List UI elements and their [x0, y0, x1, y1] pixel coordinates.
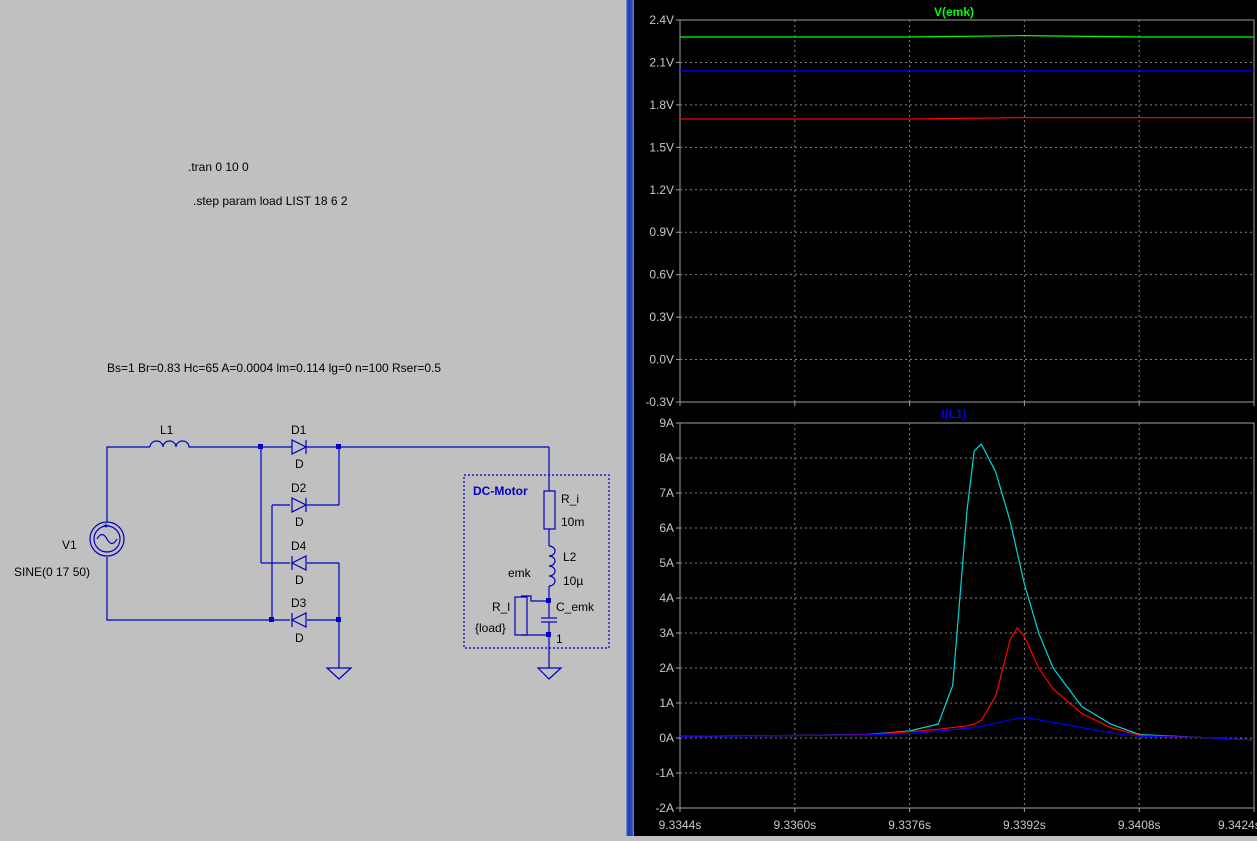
junction-dot	[336, 444, 341, 449]
y-tick-label: 0A	[659, 731, 674, 745]
diode-D3[interactable]	[290, 612, 307, 628]
plus-sign: +	[103, 521, 109, 532]
y-tick-label: 0.3V	[649, 310, 674, 324]
label-D2-model[interactable]: D	[295, 515, 304, 529]
y-tick-label: 2.1V	[649, 55, 674, 69]
y-tick-label: 1A	[659, 696, 674, 710]
step-directive[interactable]: .step param load LIST 18 6 2	[193, 194, 348, 208]
label-R_i-value[interactable]: 10m	[561, 515, 584, 529]
ground-symbol	[536, 667, 563, 680]
y-tick-label: 6A	[659, 521, 674, 535]
plot-frame	[679, 19, 1255, 403]
label-C_emk[interactable]: C_emk	[556, 600, 595, 614]
y-tick-label: 0.9V	[649, 225, 674, 239]
plot-pane-bottom[interactable]: I(L1) 9A 8A 7A 6A 5A 4A 3A 2A 1A 0A -1A -2A	[655, 407, 1255, 815]
junction-dot	[546, 632, 551, 637]
label-dc-motor[interactable]: DC-Motor	[473, 484, 528, 498]
diode-D1[interactable]	[291, 439, 308, 455]
label-D3-model[interactable]: D	[295, 631, 304, 645]
x-tick-label: 9.3360s	[773, 818, 816, 832]
voltage-source-inner	[93, 525, 121, 553]
wire	[106, 446, 150, 522]
label-L1[interactable]: L1	[160, 423, 174, 437]
label-emk-net[interactable]: emk	[508, 566, 532, 580]
label-D2[interactable]: D2	[291, 481, 307, 495]
trace-line	[680, 116, 1254, 120]
label-V1-value[interactable]: SINE(0 17 50)	[14, 565, 90, 579]
label-V1[interactable]: V1	[62, 538, 77, 552]
ground-symbol	[325, 667, 353, 680]
label-L2[interactable]: L2	[563, 550, 577, 564]
plot-pane-top[interactable]: V(emk) 2.4V 2.1V 1.8V 1.5V 1.2V 0.9V 0.6V 0.3V 0…	[634, 0, 1257, 409]
label-R_i[interactable]: R_i	[561, 492, 579, 506]
x-tick-label: 9.3392s	[1003, 818, 1046, 832]
schematic-canvas[interactable]: .tran 0 10 0 .step param load LIST 18 6 …	[0, 0, 626, 836]
y-tick-label: -1A	[655, 766, 674, 780]
x-tick-label: 9.3344s	[659, 818, 702, 832]
x-tick-label: 9.3408s	[1118, 818, 1161, 832]
y-tick-label: 4A	[659, 591, 674, 605]
x-tick-label: 9.3376s	[888, 818, 931, 832]
label-D3[interactable]: D3	[291, 596, 307, 610]
y-tick-label: 2A	[659, 661, 674, 675]
plot-frame	[679, 422, 1255, 809]
tran-directive[interactable]: .tran 0 10 0	[188, 160, 249, 174]
inductor-L1[interactable]	[149, 440, 195, 448]
y-tick-label: 1.2V	[649, 183, 674, 197]
junction-dot	[258, 444, 263, 449]
y-tick-label: 7A	[659, 486, 674, 500]
dc-motor-box[interactable]	[463, 474, 610, 649]
diode-D4[interactable]	[290, 555, 307, 571]
y-tick-label: 2.4V	[649, 13, 674, 27]
trace-line	[680, 34, 1254, 38]
trace-title-v-emk[interactable]: V(emk)	[934, 5, 974, 19]
y-tick-label: 3A	[659, 626, 674, 640]
junction-dot	[546, 598, 551, 603]
wire	[106, 557, 290, 621]
sine-glyph	[96, 533, 118, 545]
label-D4-model[interactable]: D	[295, 573, 304, 587]
y-tick-label: 1.5V	[649, 140, 674, 154]
junction-dot	[269, 617, 274, 622]
resistor-R_i[interactable]	[543, 490, 556, 530]
y-tick-label: -2A	[655, 801, 674, 815]
label-R_l[interactable]: R_l	[492, 600, 510, 614]
trace-line	[679, 717, 1255, 741]
wire	[521, 595, 549, 602]
pane-splitter[interactable]	[626, 0, 634, 836]
y-tick-label: 1.8V	[649, 98, 674, 112]
trace-title-i-l1[interactable]: I(L1)	[941, 407, 966, 421]
trace-line	[679, 626, 1255, 741]
label-L2-value[interactable]: 10µ	[563, 574, 583, 588]
y-tick-label: -0.3V	[645, 395, 674, 409]
label-D4[interactable]: D4	[291, 539, 307, 553]
x-tick-label: 9.3424s	[1218, 818, 1257, 832]
y-tick-label: 9A	[659, 416, 674, 430]
trace-line	[679, 442, 1255, 741]
label-D1[interactable]: D1	[291, 423, 307, 437]
waveform-canvas[interactable]: V(emk) 2.4V 2.1V 1.8V 1.5V 1.2V 0.9V 0.6V 0.3V 0…	[634, 0, 1257, 836]
junction-dot	[336, 617, 341, 622]
voltage-source-V1[interactable]	[89, 521, 125, 557]
waveform-viewer[interactable]: V(emk) 2.4V 2.1V 1.8V 1.5V 1.2V 0.9V 0.6V 0.3V 0…	[634, 0, 1257, 836]
y-tick-label: 8A	[659, 451, 674, 465]
core-parameters[interactable]: Bs=1 Br=0.83 Hc=65 A=0.0004 lm=0.114 lg=…	[107, 361, 441, 375]
label-D1-model[interactable]: D	[295, 457, 304, 471]
inductor-L2[interactable]	[548, 545, 556, 587]
schematic-editor[interactable]: .tran 0 10 0 .step param load LIST 18 6 …	[0, 0, 626, 836]
label-C_emk-value[interactable]: 1	[556, 632, 563, 646]
y-tick-label: 5A	[659, 556, 674, 570]
y-tick-label: 0.6V	[649, 268, 674, 282]
diode-D2[interactable]	[291, 497, 308, 513]
y-tick-label: 0.0V	[649, 353, 674, 367]
label-R_l-value[interactable]: {load}	[475, 621, 506, 635]
resistor-R_l[interactable]	[514, 596, 528, 636]
